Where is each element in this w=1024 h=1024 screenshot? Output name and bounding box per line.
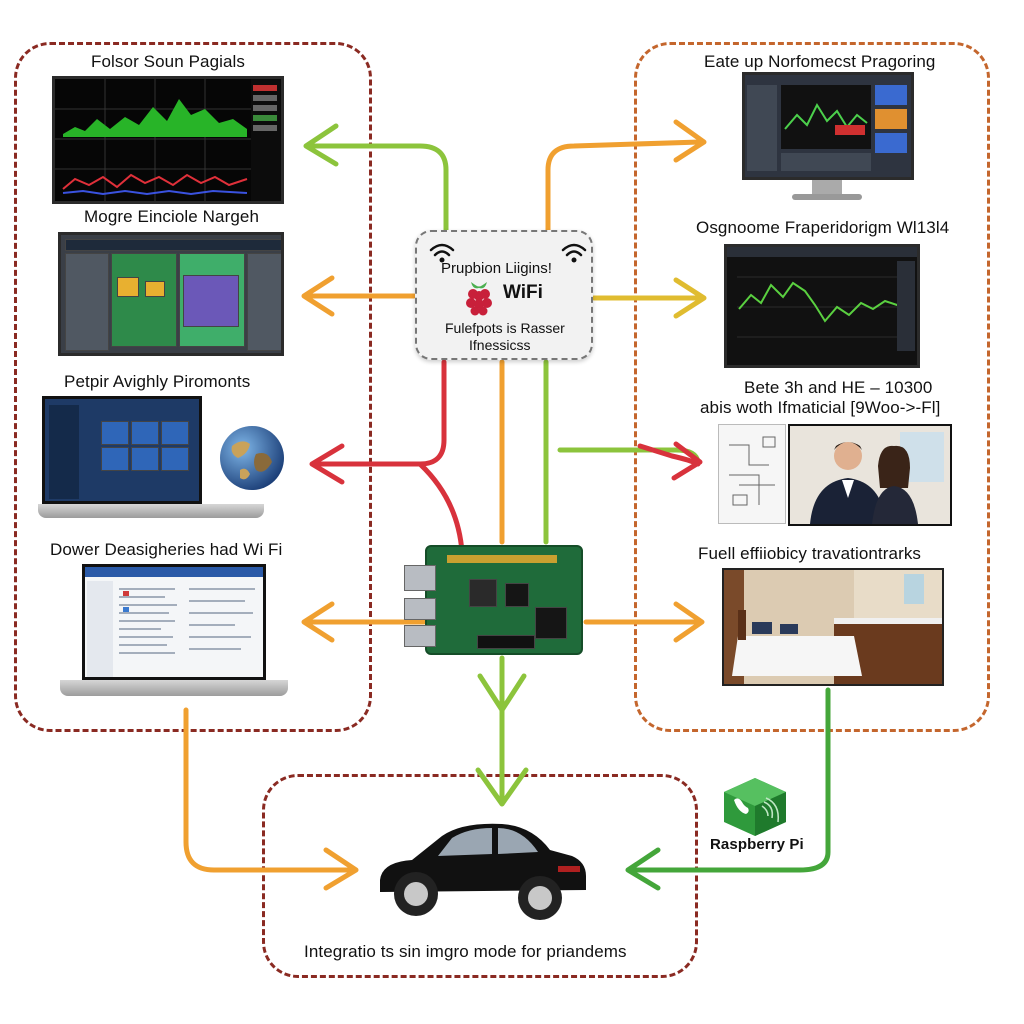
laptop-base-2 — [60, 680, 288, 696]
arrow-hub-to-monitor — [545, 139, 703, 235]
laptop-base — [38, 504, 264, 518]
globe-icon — [220, 426, 284, 490]
right-item-4-label: Fuell effiiobicy travationtrarks — [698, 544, 922, 563]
left-item-3-label: Petpir Avighly Piromonts — [64, 372, 251, 391]
spectrum-graph-image — [55, 79, 277, 201]
graph-screen — [724, 244, 920, 368]
monitor-screen — [742, 72, 914, 180]
laptop-email-screen — [82, 564, 266, 680]
schematic-sheet — [718, 424, 786, 524]
arrow-left-to-car — [183, 707, 355, 873]
wifi-signal-right-icon — [561, 243, 587, 263]
left-item-4-label: Dower Deasigheries had Wi Fi — [50, 540, 283, 559]
hotel-room-photo — [722, 568, 944, 686]
hub-title: Prupbion Liigins! — [441, 260, 552, 277]
hub-subtitle-1: Fulefpots is Rasser — [445, 320, 565, 336]
right-item-2-label: Osgnoome Fraperidorigm Wl13l4 — [696, 218, 950, 237]
hub-wifi-label: WiFi — [503, 282, 543, 303]
brand-cube-icon — [724, 778, 786, 836]
spectrum-analyzer-screen — [52, 76, 284, 204]
right-device-group — [634, 42, 990, 732]
car-image — [380, 823, 586, 920]
usb-port-1 — [404, 565, 436, 591]
car-integration-caption: Integratio ts sin imgro mode for priande… — [304, 942, 627, 961]
right-item-3-label-line2: abis woth Ifmaticial [9Woo->-Fl] — [700, 398, 941, 417]
raspberry-pi-board — [425, 545, 583, 655]
left-item-2-label: Mogre Einciole Nargeh — [84, 207, 260, 226]
monitor-stand — [812, 180, 842, 194]
arrow-right-to-car — [629, 687, 831, 873]
monitor-foot — [792, 194, 862, 200]
raspberry-pi-wifi-hub: Prupbion Liigins! WiFi Fulefpots is Rass… — [415, 230, 593, 360]
right-item-3-label-line1: Bete 3h and HE – 10300 — [744, 378, 933, 397]
laptop-dashboard-screen — [42, 396, 202, 504]
raspberry-logo-icon — [466, 282, 492, 316]
video-call-photo — [788, 424, 952, 526]
usb-port-2 — [404, 598, 436, 620]
right-item-1-label: Eate up Norfomecst Pragoring — [704, 52, 936, 71]
brand-name: Raspberry Pi — [710, 836, 804, 853]
arrow-hub-to-spectrum — [307, 143, 449, 235]
dashboard-screen — [58, 232, 284, 356]
usb-port-3 — [404, 625, 436, 647]
wifi-signal-left-icon — [429, 243, 455, 263]
hub-subtitle-2: Ifnessicss — [469, 337, 531, 353]
left-item-1-label: Folsor Soun Pagials — [91, 52, 246, 71]
left-device-group — [14, 42, 372, 732]
